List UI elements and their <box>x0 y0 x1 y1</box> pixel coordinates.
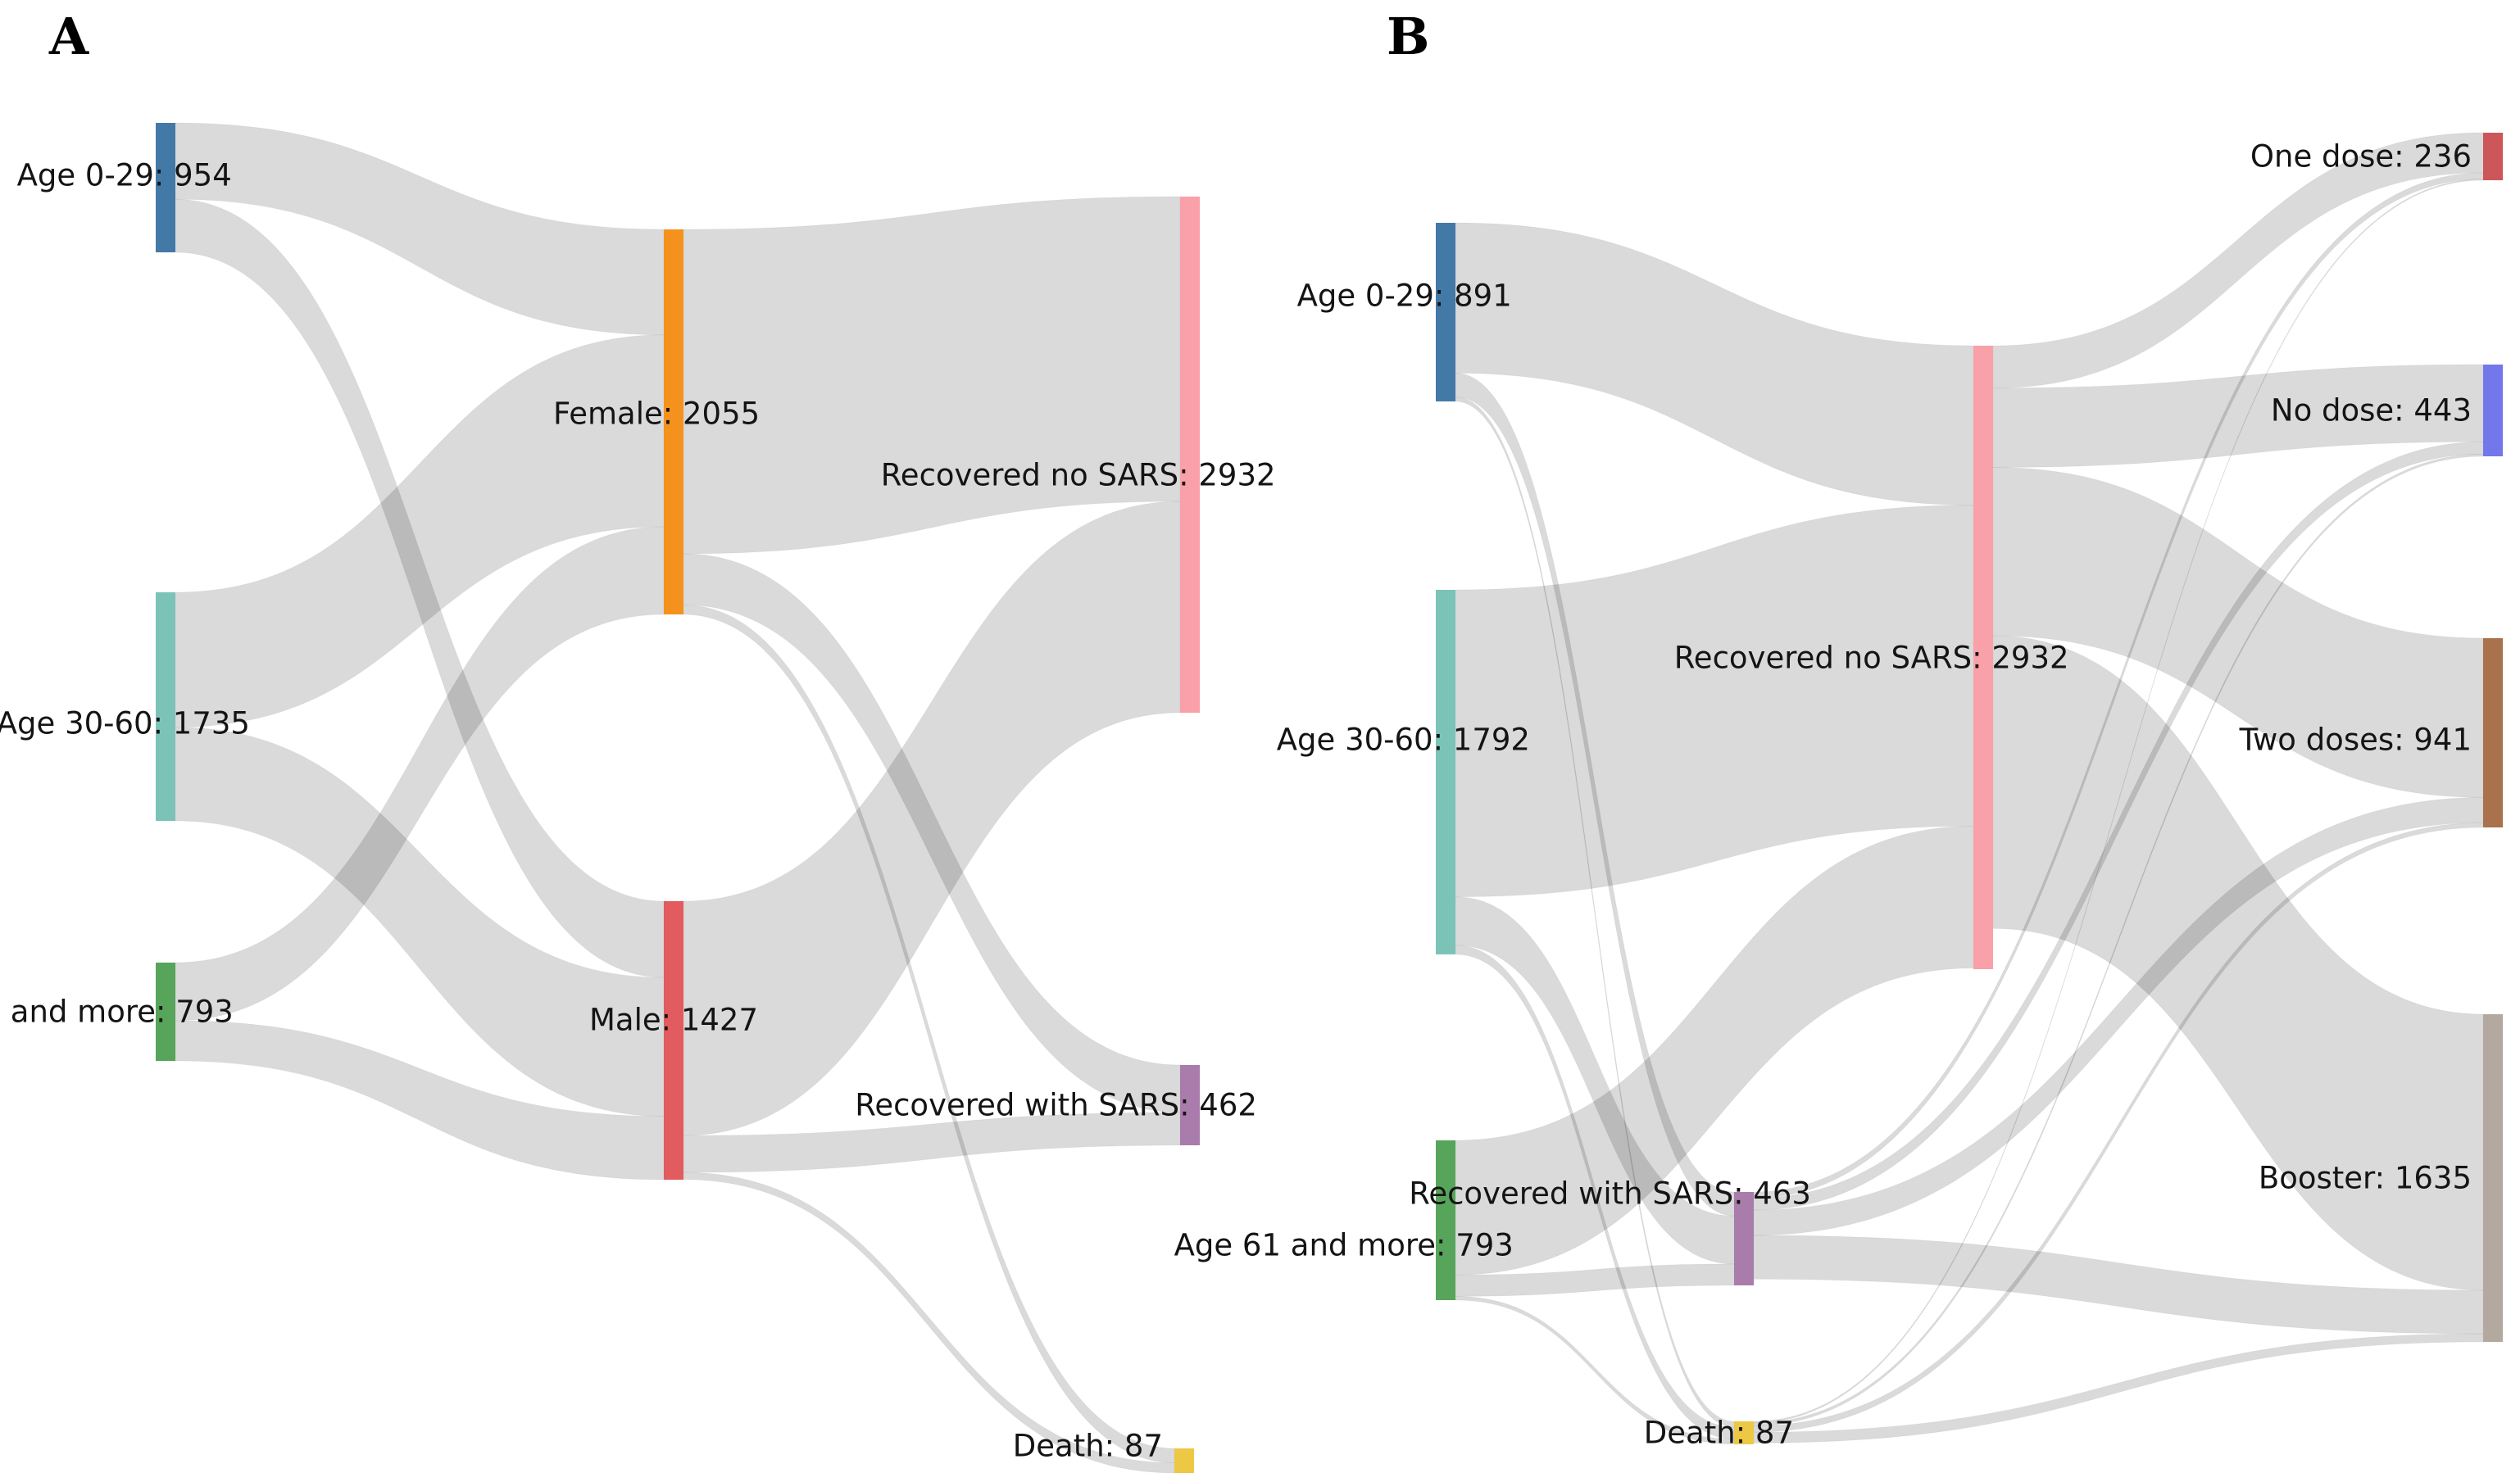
node-label-recovered-no-sars: Recovered no SARS: 2932 <box>1673 640 2069 675</box>
node-label-no-dose: No dose: 443 <box>2270 392 2472 428</box>
node-label-booster: Booster: 1635 <box>2258 1160 2472 1196</box>
sankey-node-male <box>664 901 683 1180</box>
node-label-recovered-with-sars: Recovered with SARS: 463 <box>1409 1176 1811 1212</box>
node-label-one-dose: One dose: 236 <box>2250 138 2472 174</box>
sankey-node-age-0-29 <box>156 123 175 252</box>
node-label-two-doses: Two doses: 941 <box>2239 722 2472 757</box>
sankey-link-A4-A6 <box>683 196 1181 555</box>
panel-b-label: B <box>1387 7 1430 66</box>
panel-a-label: A <box>49 7 89 66</box>
sankey-node-no-dose <box>2483 365 2503 456</box>
node-label-age-0-29: Age 0-29: 891 <box>1296 278 1512 314</box>
node-label-age-61-and-more: Age 61 and more: 793 <box>0 994 234 1030</box>
sankey-node-age-61-and-more <box>156 963 175 1061</box>
sankey-link-A1-A4 <box>175 122 665 336</box>
sankey-node-death <box>1174 1448 1194 1473</box>
sankey-node-death <box>1734 1421 1754 1444</box>
sankey-node-recovered-with-sars <box>1734 1192 1754 1285</box>
node-label-death: Death: 87 <box>1012 1428 1163 1464</box>
sankey-node-recovered-with-sars <box>1180 1065 1200 1145</box>
sankey-node-recovered-no-sars <box>1180 197 1200 713</box>
sankey-node-recovered-no-sars <box>1973 346 1993 969</box>
node-label-recovered-with-sars: Recovered with SARS: 462 <box>855 1087 1257 1123</box>
sankey-link-B1-B4 <box>1455 222 1974 506</box>
sankey-link-A3-A5 <box>175 1020 665 1181</box>
sankey-link-A2-A4 <box>175 334 665 728</box>
sankey-node-booster <box>2483 1014 2503 1342</box>
sankey-node-age-61-and-more <box>1436 1140 1455 1300</box>
node-label-recovered-no-sars: Recovered no SARS: 2932 <box>880 457 1276 493</box>
sankey-node-age-30-60 <box>1436 590 1455 954</box>
node-label-age-30-60: Age 30-60: 1735 <box>0 705 250 741</box>
node-label-death: Death: 87 <box>1643 1415 1795 1451</box>
sankey-node-female <box>664 229 683 614</box>
node-label-age-61-and-more: Age 61 and more: 793 <box>1174 1227 1514 1262</box>
node-label-age-0-29: Age 0-29: 954 <box>16 157 232 193</box>
sankey-link-B6-B10 <box>1753 1333 2484 1443</box>
node-label-female: Female: 2055 <box>552 396 761 432</box>
sankey-node-age-0-29 <box>1436 223 1455 401</box>
sankey-node-age-30-60 <box>156 592 175 821</box>
sankey-node-two-doses <box>2483 638 2503 827</box>
sankey-node-one-dose <box>2483 133 2503 180</box>
node-label-age-30-60: Age 30-60: 1792 <box>1276 722 1530 757</box>
node-label-male: Male: 1427 <box>588 1002 759 1038</box>
